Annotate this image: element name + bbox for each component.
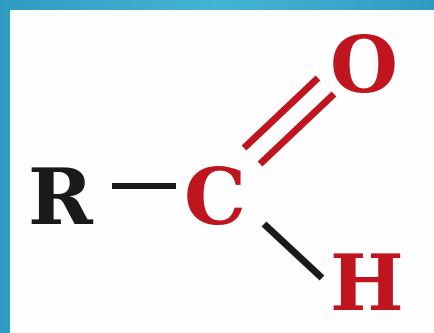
diagram-panel [10, 10, 434, 333]
hydrogen-label: H [330, 238, 404, 329]
c-h-single-bond [261, 221, 325, 281]
c-o-double-bond-line-2 [257, 91, 337, 167]
r-group-label: R [28, 152, 94, 243]
c-o-double-bond-line-1 [241, 75, 321, 151]
carbon-label: C [184, 152, 246, 243]
oxygen-label: O [330, 20, 398, 111]
